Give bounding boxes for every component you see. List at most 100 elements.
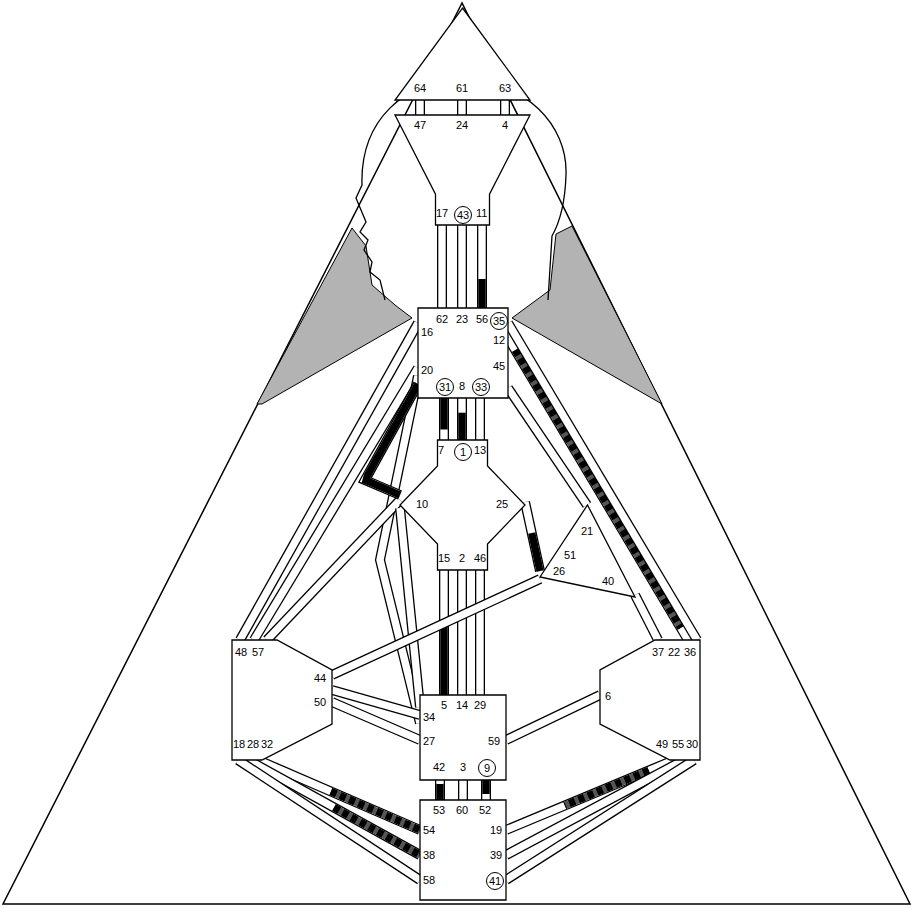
center-outline	[540, 505, 635, 605]
channel-inner	[458, 570, 465, 695]
gate-number: 23	[456, 313, 468, 326]
gate-number: 37	[652, 646, 664, 659]
channel	[440, 780, 441, 800]
channel-inner	[238, 760, 420, 880]
gate-number: 21	[581, 525, 593, 538]
channel-inner	[365, 384, 418, 495]
center-shape: 7113102515246	[400, 440, 525, 570]
channel-inner	[267, 500, 400, 640]
gate-number: 54	[423, 824, 435, 837]
channel-outline	[415, 100, 425, 115]
channel	[400, 508, 420, 707]
channel	[462, 398, 463, 440]
gate-number: 56	[476, 313, 488, 326]
channel-outline	[457, 398, 467, 440]
gate-number: 2	[459, 552, 465, 565]
gate-number: 24	[456, 119, 468, 132]
channel-inner	[506, 695, 600, 740]
activation-band	[458, 413, 465, 440]
channel-inner	[476, 398, 483, 440]
gate-number: 43	[454, 206, 472, 224]
gate-number: 35	[490, 312, 508, 330]
gate-number: 44	[314, 672, 326, 685]
channel-inner	[501, 100, 508, 115]
gate-number: 8	[459, 380, 465, 393]
gate-number: 36	[684, 646, 696, 659]
channel-inner	[482, 780, 489, 800]
channel	[380, 376, 420, 723]
channel-outline	[525, 502, 540, 571]
channel-inner	[506, 760, 684, 855]
gate-number: 12	[493, 334, 505, 347]
channel	[506, 760, 684, 855]
channel-inner	[400, 508, 420, 707]
activation-dashes	[515, 350, 681, 628]
gate-number: 17	[436, 207, 448, 220]
channel	[462, 100, 463, 115]
channel-inner	[458, 225, 465, 308]
channel	[505, 100, 506, 115]
channel-outline	[475, 398, 485, 440]
activation-band	[482, 780, 489, 794]
gate-number: 38	[423, 849, 435, 862]
channel-inner	[525, 502, 540, 571]
gate-number: 55	[672, 738, 684, 751]
channel	[332, 702, 420, 740]
channel	[444, 570, 445, 695]
activation-band	[515, 350, 681, 628]
gate-number: 28	[247, 738, 259, 751]
channel-outline	[635, 595, 658, 640]
channel-outline	[439, 398, 449, 440]
channel-inner	[508, 323, 697, 640]
center-shape: 536052541938395841	[420, 800, 506, 900]
center-outline-path	[232, 640, 332, 760]
gate-number: 18	[233, 738, 245, 751]
channel	[332, 579, 540, 675]
channel	[365, 384, 418, 495]
center-outline-path	[400, 440, 525, 570]
channel-outline	[458, 780, 468, 800]
channel-outline	[506, 760, 684, 855]
channel-outline	[457, 570, 467, 695]
center-outline-path	[420, 695, 506, 780]
channel-outline	[332, 579, 540, 675]
gate-number: 13	[474, 444, 486, 457]
channel-outline	[332, 702, 420, 740]
gate-number: 16	[421, 326, 433, 339]
channel	[506, 760, 674, 830]
channel-outline	[437, 225, 447, 308]
gate-number: 31	[436, 378, 454, 396]
center-shape: 622356163512204531833	[418, 308, 508, 398]
gate-number: 26	[553, 565, 565, 578]
channel	[480, 398, 481, 440]
channel-outline	[248, 760, 420, 855]
gate-number: 27	[423, 735, 435, 748]
activation-band	[436, 784, 443, 800]
gate-number: 60	[456, 804, 468, 817]
channel-outline	[508, 323, 697, 640]
channel	[635, 595, 658, 640]
channel-outline	[439, 570, 449, 695]
channel	[442, 225, 443, 308]
gate-number: 57	[252, 646, 264, 659]
activation-band	[532, 533, 540, 571]
gate-number: 52	[479, 804, 491, 817]
channel-outline	[380, 376, 420, 723]
center-shape: 21512640	[540, 505, 635, 605]
channel	[420, 100, 421, 115]
channel-inner	[380, 376, 420, 723]
gate-number: 32	[261, 738, 273, 751]
channel	[267, 500, 400, 640]
channel-outline	[457, 100, 467, 115]
channel-inner	[508, 338, 688, 640]
channel-outline	[500, 100, 510, 115]
center-shape: 3722366495530	[600, 640, 700, 760]
gate-number: 10	[416, 498, 428, 511]
center-outline-path	[420, 800, 506, 900]
channel-inner	[476, 570, 483, 695]
center-shape: 646163	[395, 8, 530, 100]
gate-number: 40	[602, 575, 614, 588]
gate-number: 9	[478, 759, 496, 777]
channel	[525, 502, 540, 571]
channel	[248, 760, 420, 855]
